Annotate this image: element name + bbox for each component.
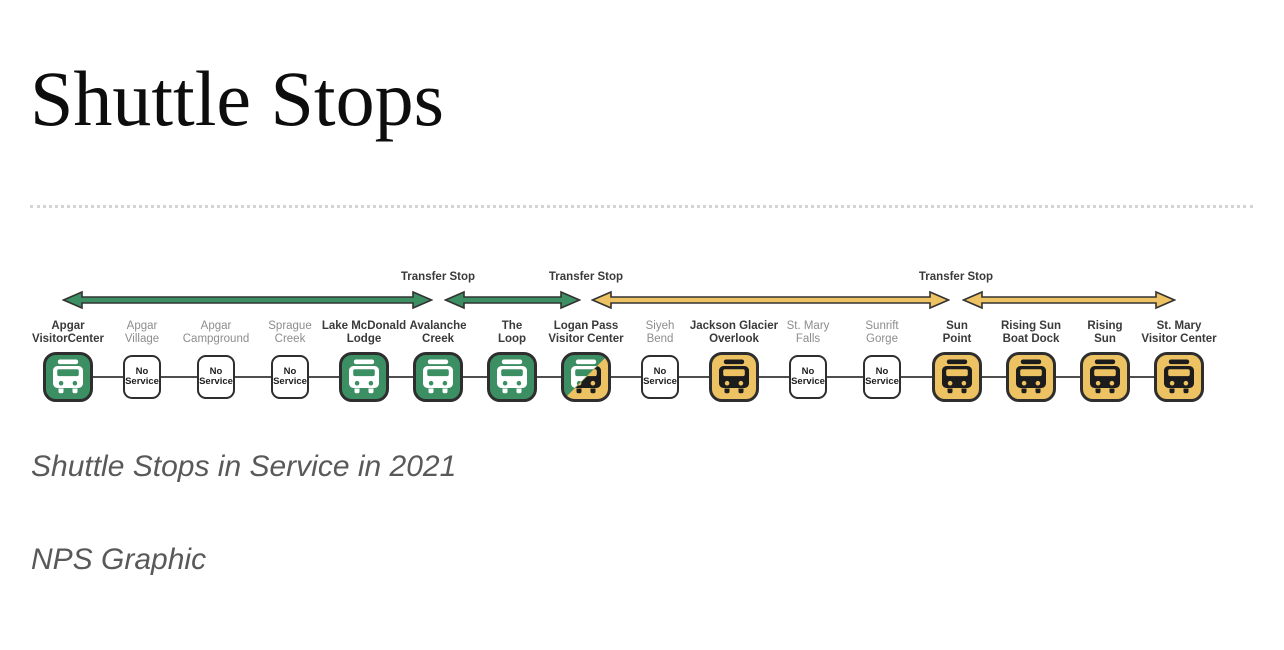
stop-label-line: Point <box>942 333 972 345</box>
stop-label-line: Falls <box>795 333 821 345</box>
bus-stop-icon-green <box>413 352 463 402</box>
caption-service-year: Shuttle Stops in Service in 2021 <box>31 450 457 483</box>
stop-label-line: Creek <box>274 333 306 345</box>
bus-icon <box>423 359 453 394</box>
stop-label-line: Lodge <box>346 333 382 345</box>
stop-label-line: VisitorCenter <box>31 333 104 345</box>
stop-label-line: St. Mary <box>1156 320 1202 332</box>
stop-label-line: Loop <box>497 333 527 345</box>
bus-icon <box>349 359 379 394</box>
no-service-label-line: No <box>801 365 815 377</box>
caption-credit: NPS Graphic <box>31 543 207 576</box>
stop-label-line: Campground <box>182 333 250 345</box>
stop-label-line: Sun <box>946 320 968 332</box>
stop-label-line: Avalanche <box>409 320 467 332</box>
stop-label-line: Creek <box>422 333 454 345</box>
bus-icon <box>942 359 972 394</box>
stop-label-line: Bend <box>646 333 674 345</box>
bus-icon <box>1164 359 1194 394</box>
bus-stop-icon-green <box>339 352 389 402</box>
no-service-label-line: No <box>653 365 667 377</box>
bus-stop-icon-yellow <box>1006 352 1056 402</box>
no-service-label-line: Service <box>273 376 307 387</box>
stop-label-line: Visitor Center <box>548 333 624 345</box>
bus-icon-split <box>561 352 611 402</box>
stop-label-line: Sprague <box>268 320 312 332</box>
stop-label-line: Lake McDonald <box>321 320 407 332</box>
stop-label-line: Apgar <box>51 320 85 332</box>
route-arrow-yellow <box>962 290 1176 310</box>
no-service-label-line: No <box>875 365 889 377</box>
bus-icon <box>1016 359 1046 394</box>
stop-label-line: Rising Sun <box>1000 320 1062 332</box>
bus-icon <box>497 359 527 394</box>
no-service-label-line: No <box>135 365 149 377</box>
bus-icon <box>719 359 749 394</box>
bus-stop-icon-yellow <box>1080 352 1130 402</box>
stop-label-line: Apgar <box>200 320 232 332</box>
route-arrow-yellow <box>591 290 950 310</box>
no-service-label-line: Service <box>791 376 825 387</box>
stop-label-line: Village <box>124 333 160 345</box>
bus-stop-icon-yellow <box>709 352 759 402</box>
route-arrow-green <box>62 290 433 310</box>
stop-label-line: Apgar <box>126 320 158 332</box>
stop-label-line: Overlook <box>709 333 759 345</box>
stop-label-line: Sun <box>1094 333 1116 345</box>
no-service-label-line: Service <box>125 376 159 387</box>
route-arrow-green <box>444 290 581 310</box>
stop-label-line: Visitor Center <box>1141 333 1217 345</box>
stop-label-line: Gorge <box>866 333 898 345</box>
no-service-label-line: No <box>283 365 297 377</box>
bus-stop-icon-yellow <box>932 352 982 402</box>
stop-label-line: Siyeh <box>645 320 675 332</box>
bus-stop-icon-green <box>43 352 93 402</box>
stop-label-line: St. Mary <box>786 320 830 332</box>
no-service-label-line: Service <box>865 376 899 387</box>
stop-label-line: Jackson Glacier <box>689 320 779 332</box>
stop-label-line: The <box>501 320 523 332</box>
transfer-stop-label: Transfer Stop <box>548 271 624 283</box>
bus-icon <box>53 359 83 394</box>
stop-label-line: Sunrift <box>865 320 899 332</box>
stop-label-line: Boat Dock <box>1002 333 1060 345</box>
bus-icon <box>1090 359 1120 394</box>
dotted-divider <box>30 205 1253 208</box>
transfer-stop-label: Transfer Stop <box>400 271 476 283</box>
no-service-label-line: Service <box>199 376 233 387</box>
stop-label-line: Logan Pass <box>553 320 619 332</box>
bus-stop-icon-yellow <box>1154 352 1204 402</box>
route-line <box>68 376 1179 378</box>
no-service-label-line: Service <box>643 376 677 387</box>
page-title: Shuttle Stops <box>30 55 444 142</box>
transfer-stop-label: Transfer Stop <box>918 271 994 283</box>
stop-label-line: Rising <box>1087 320 1123 332</box>
bus-stop-icon-green <box>487 352 537 402</box>
bus-stop-icon-transfer-split <box>561 352 611 402</box>
no-service-label-line: No <box>209 365 223 377</box>
